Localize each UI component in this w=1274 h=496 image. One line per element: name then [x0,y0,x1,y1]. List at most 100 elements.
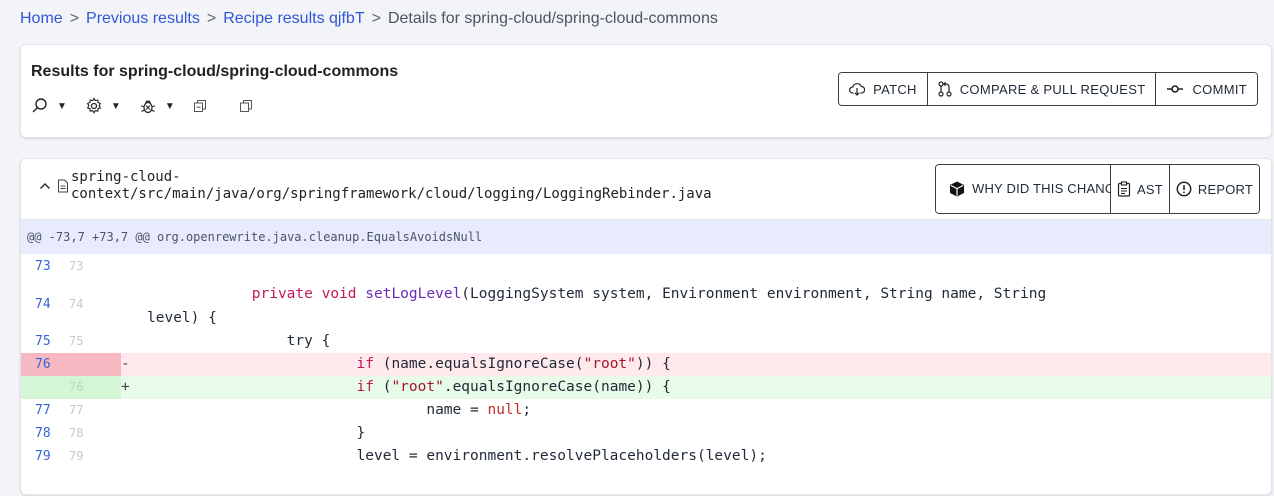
diff-line: 79 79 level = environment.resolvePlaceho… [21,445,1271,468]
new-line-number: 74 [69,297,84,311]
gear-icon [86,97,102,114]
copy-icon [239,100,252,112]
cloud-download-icon [849,83,866,96]
search-menu-button[interactable]: ▼ [31,93,67,119]
code-text: ( [373,379,392,395]
copy-all-button[interactable] [239,93,253,119]
old-line-number: 75 [35,334,51,349]
diff-line: 75 75 try { [21,330,1271,353]
settings-menu-button[interactable]: ▼ [85,93,121,119]
result-actions: PATCH COMPARE & PULL REQUEST COMMIT [838,72,1258,106]
code-text: if (name.equalsIgnoreCase("root")) { [147,353,671,376]
line-numbers: 78 78 [21,422,121,445]
old-line-number: 78 [35,426,51,441]
commit-label: COMMIT [1192,81,1247,97]
results-title: Results for spring-cloud/spring-cloud-co… [31,63,399,80]
debug-menu-button[interactable]: ▼ [139,93,175,119]
line-numbers: 73 73 [21,255,121,278]
code-text: (name.equalsIgnoreCase( [373,356,584,372]
code-keyword: private void [251,286,366,302]
code-indent [147,356,357,372]
breadcrumb-previous-results-link[interactable]: Previous results [86,10,200,27]
file-icon [58,179,68,193]
old-line-number [21,376,55,399]
code-text-wrapped: private void setLogLevel(LoggingSystem s… [147,278,1046,330]
code-text: (LoggingSystem system, Environment envir… [461,286,1047,302]
code-text: try { [147,333,331,349]
commit-icon [1167,85,1184,93]
code-text: level = environment.resolvePlaceholders(… [147,448,767,464]
copy-icon [193,100,206,112]
code-text: if ("root".equalsIgnoreCase(name)) { [147,376,671,399]
cube-icon [949,181,964,197]
old-line-number: 77 [35,403,51,418]
compare-pull-request-button[interactable]: COMPARE & PULL REQUEST [926,73,1156,105]
breadcrumb-home-link[interactable]: Home [20,10,63,27]
diff-line-added: 76 + if ("root".equalsIgnoreCase(name)) … [21,376,1271,399]
diff-marker [121,445,147,468]
chevron-down-icon: ▼ [110,100,121,112]
chevron-down-icon: ▼ [57,100,67,112]
breadcrumb-separator: > [371,10,381,27]
line-numbers: 76 [21,376,121,399]
line-numbers: 76 [21,353,121,376]
line-numbers: 75 75 [21,330,121,353]
diff-line: 77 77 name = null; [21,399,1271,422]
breadcrumb-recipe-results-link[interactable]: Recipe results qjfbT [223,10,365,27]
pull-request-icon [938,81,952,97]
new-line-number: 77 [69,403,84,417]
clipboard-icon [1117,181,1131,197]
code-string: "root" [583,356,636,372]
breadcrumb: Home > Previous results > Recipe results… [20,9,718,29]
line-numbers: 79 79 [21,445,121,468]
results-panel: Results for spring-cloud/spring-cloud-co… [20,44,1272,138]
patch-button[interactable]: PATCH [839,73,927,105]
ast-button[interactable]: AST [1109,165,1169,213]
diff-file-header: spring-cloud- context/src/main/java/org/… [21,159,1271,220]
code-indent [147,286,252,302]
diff-marker [121,278,147,330]
report-button[interactable]: REPORT [1168,165,1259,213]
chevron-down-icon: ▼ [164,100,175,112]
diff-marker: - [121,356,130,372]
file-path-line-2: context/src/main/java/org/springframewor… [71,186,712,202]
file-path-line-1: spring-cloud- [71,169,181,185]
results-toolbar: ▼ ▼ ▼ [31,93,271,119]
why-did-this-change-label: WHY DID THIS CHANGE? [971,181,1132,196]
patch-label: PATCH [873,81,917,97]
diff-line: 74 74 private void setLogLevel(LoggingSy… [21,278,1271,330]
copy-button[interactable] [193,93,207,119]
why-did-this-change-button[interactable]: WHY DID THIS CHANGE? [935,165,1132,213]
breadcrumb-separator: > [206,10,217,27]
code-text: ; [522,402,532,418]
old-line-number: 73 [35,259,51,274]
code-wrap-line: level) { [147,310,217,326]
new-line-number: 78 [69,426,84,440]
line-numbers: 77 77 [21,399,121,422]
diff-line-deleted: 76 - if (name.equalsIgnoreCase("root")) … [21,353,1271,376]
code-text: )) { [635,356,671,372]
ast-label: AST [1136,181,1163,197]
code-text: } [147,425,366,441]
breadcrumb-current: Details for spring-cloud/spring-cloud-co… [387,10,718,27]
code-string: "root" [391,379,444,395]
diff-marker [121,330,147,353]
line-numbers: 74 74 [21,278,121,330]
commit-button[interactable]: COMMIT [1155,73,1257,105]
new-line-number [55,353,121,376]
file-actions: WHY DID THIS CHANGE? AST REPORT [934,164,1260,214]
code-keyword: if [356,356,374,372]
new-line-number: 73 [69,259,84,273]
bug-icon [140,100,155,114]
code-function: setLogLevel [365,286,462,302]
file-path: spring-cloud- context/src/main/java/org/… [71,169,712,203]
old-line-number: 76 [35,357,51,372]
hunk-header: @@ -73,7 +73,7 @@ org.openrewrite.java.c… [21,220,1271,254]
diff-marker: + [121,379,130,395]
diff-line: 73 73 [21,255,1271,278]
breadcrumb-separator: > [69,10,80,27]
diff-marker [121,399,147,422]
code-indent [147,379,357,395]
chevron-up-icon[interactable] [39,181,51,191]
new-line-number: 75 [69,334,84,348]
